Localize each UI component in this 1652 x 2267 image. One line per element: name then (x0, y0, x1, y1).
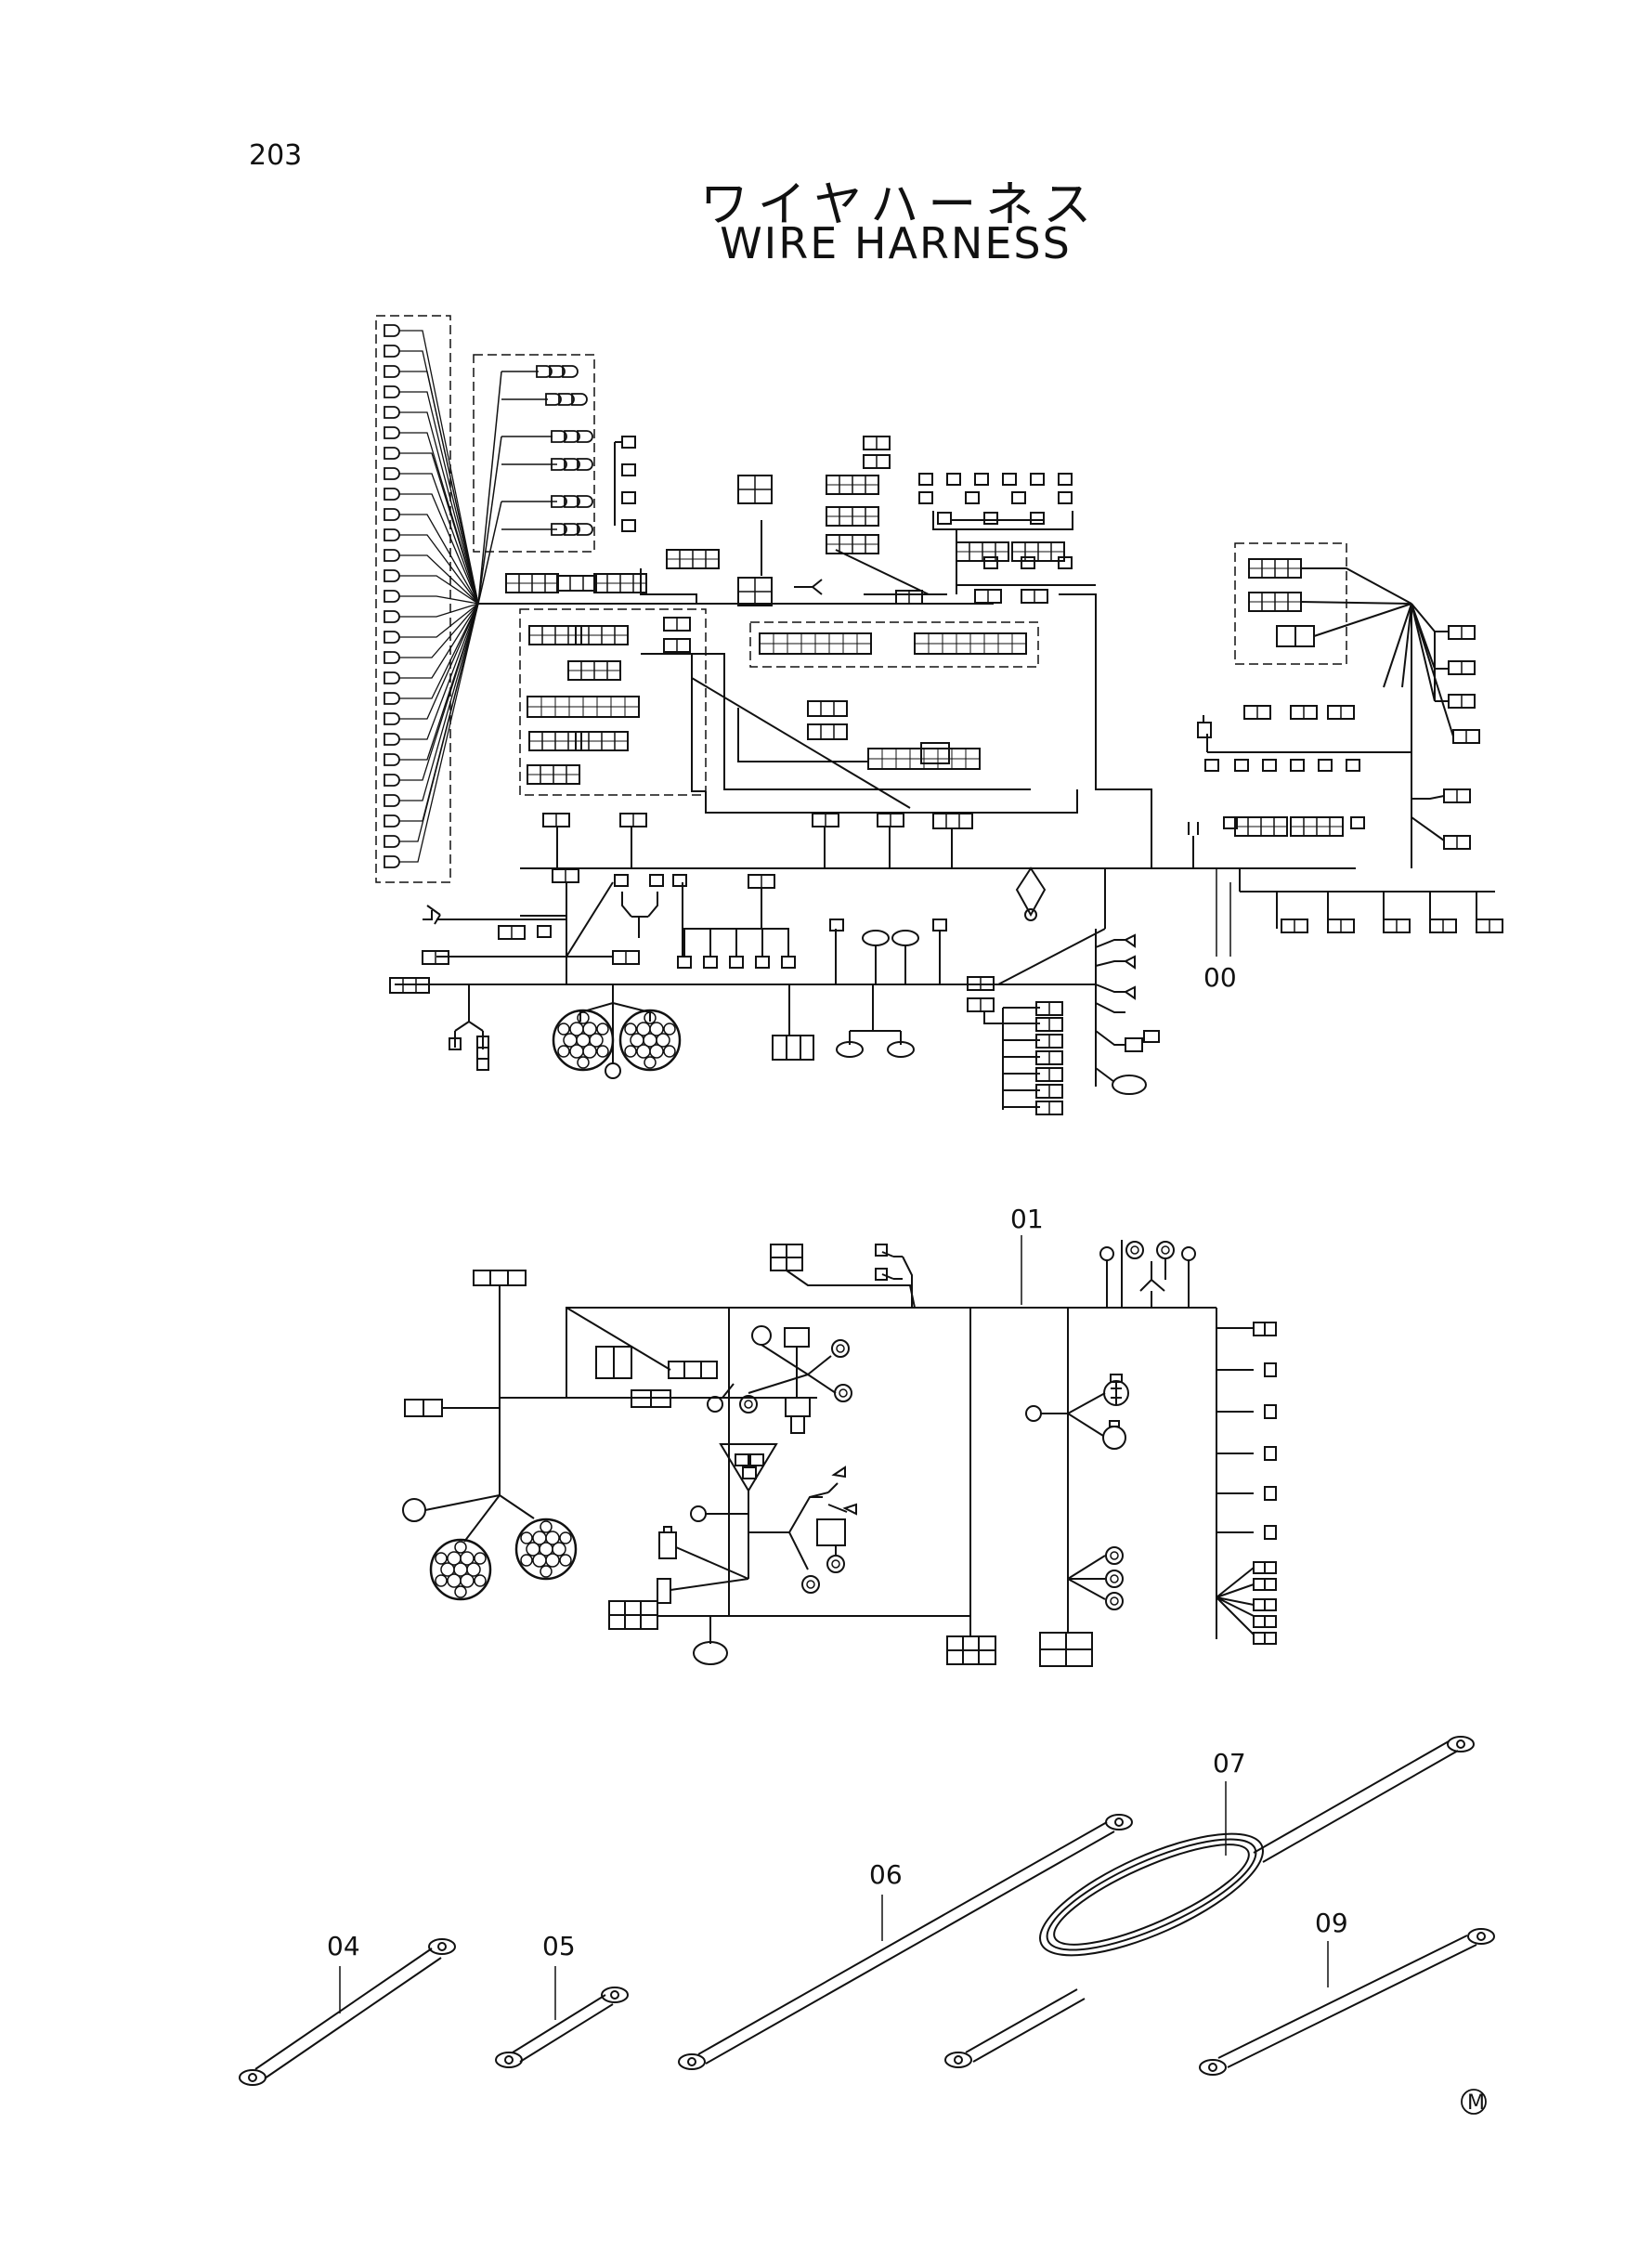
page-number: 203 (249, 139, 303, 172)
harness-01 (402, 1235, 1277, 1667)
cables (239, 1736, 1495, 2115)
label-06: 06 (869, 1859, 903, 1890)
cable-04 (239, 1938, 456, 2086)
label-04: 04 (327, 1931, 360, 1961)
title-japanese: ワイヤハーネス (699, 177, 1101, 233)
hub-connectors (505, 573, 647, 593)
cable-06 (678, 1814, 1133, 2070)
label-05: 05 (542, 1931, 576, 1961)
harness-00 (375, 315, 1503, 1115)
label-07: 07 (1213, 1748, 1246, 1778)
title-english: WIRE HARNESS (720, 218, 1072, 268)
cable-05 (495, 1966, 629, 2068)
corner-mark: M (1467, 2091, 1485, 2115)
label-00: 00 (1203, 962, 1237, 993)
cable-07 (944, 1736, 1475, 2068)
label-01: 01 (1010, 1204, 1044, 1234)
label-09: 09 (1315, 1908, 1348, 1938)
cable-09 (1199, 1928, 1495, 2076)
left-connector-column (384, 324, 400, 868)
